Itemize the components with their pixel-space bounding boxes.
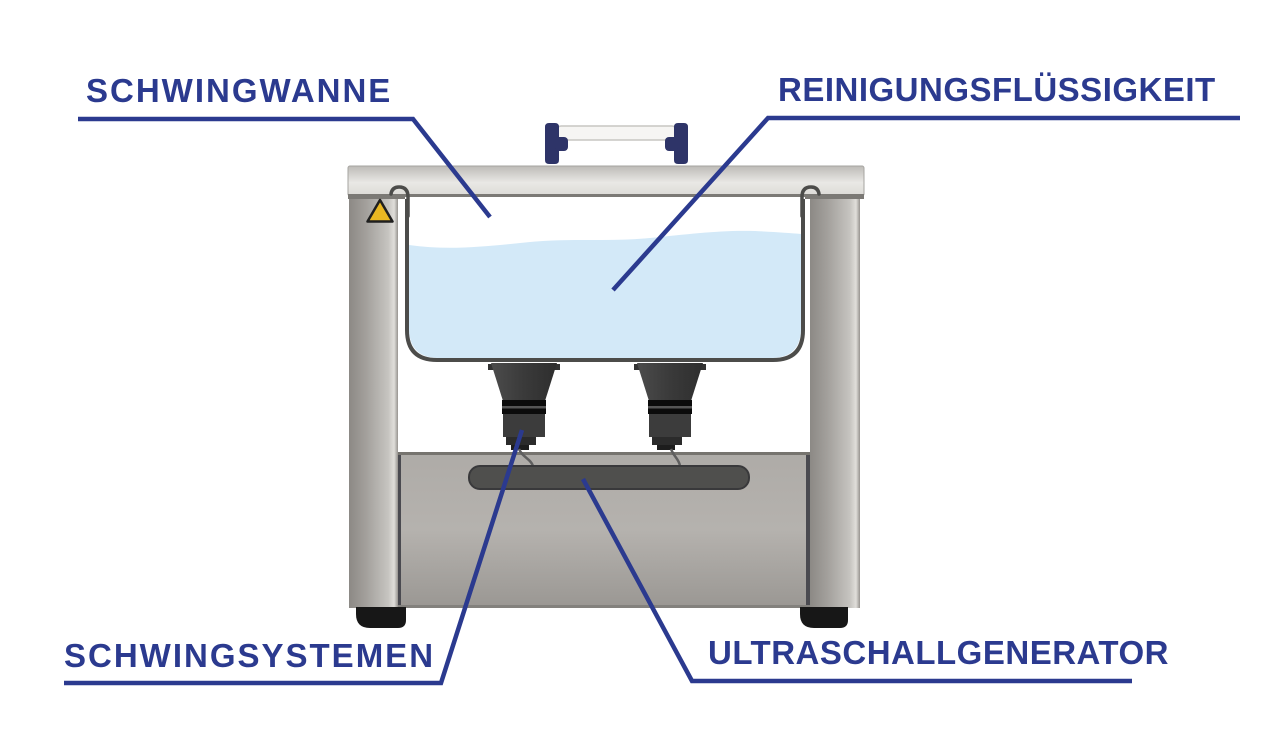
label-reinigungsfluessigkeit: REINIGUNGSFLÜSSIGKEIT	[778, 71, 1216, 108]
transducer-wire-right	[669, 448, 682, 467]
carrying-handle	[545, 123, 688, 164]
leader-line-reinigungsfluessigkeit	[611, 115, 1240, 292]
tank-rim-left	[389, 185, 410, 218]
leader-line-ultraschallgenerator	[581, 477, 1132, 684]
handle-bracket-right	[674, 123, 688, 164]
column-right	[810, 199, 860, 608]
transducer-wire-left	[517, 448, 535, 467]
handle-bracket-left	[545, 123, 559, 164]
leader-line-schwingsystemen	[64, 429, 525, 686]
tank	[389, 185, 821, 362]
handle-bracket-right-nub	[665, 137, 678, 151]
transducer-right	[634, 363, 706, 467]
handle-bracket-left-nub	[555, 137, 568, 151]
transducer-left	[488, 363, 560, 467]
label-schwingwanne: SCHWINGWANNE	[86, 72, 393, 109]
warning-triangle-icon	[366, 198, 394, 223]
lid	[347, 165, 865, 199]
cleaning-liquid	[409, 230, 801, 358]
foot-right	[800, 607, 848, 628]
generator-bar	[468, 465, 750, 490]
label-ultraschallgenerator: ULTRASCHALLGENERATOR	[708, 634, 1169, 671]
foot-left	[356, 607, 406, 628]
tank-rim-right	[800, 185, 821, 218]
column-left	[349, 199, 398, 608]
leader-line-schwingwanne	[78, 116, 492, 219]
handle-bar	[556, 125, 677, 141]
label-schwingsystemen: SCHWINGSYSTEMEN	[64, 637, 436, 674]
